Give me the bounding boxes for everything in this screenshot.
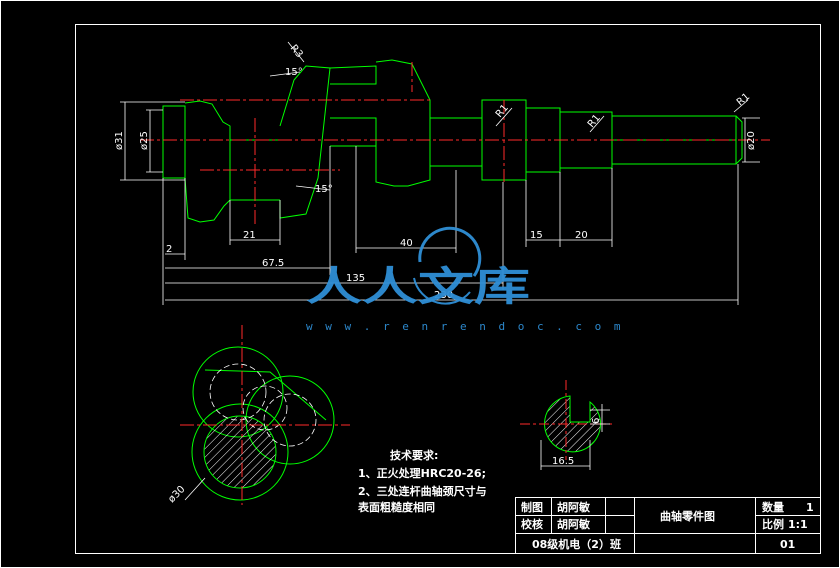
dim-d31: ø31 [114,131,125,150]
dim-len-15: 15 [530,230,543,241]
dim-d25: ø25 [139,131,150,150]
notes-line-1: 1、正火处理HRC20-26; [358,466,486,480]
title-block: 制图 胡阿敏 校核 胡阿敏 曲轴零件图 数量 1 比例 1:1 08级机电（2）… [515,497,821,554]
dim-r1c: R1 [735,91,752,108]
dim-len-6: 6 [591,418,602,424]
section-view: 16.5 6 [520,380,612,470]
dim-r1a: R1 [494,103,511,120]
tb-class-name: 08级机电（2）班 [532,537,621,551]
dim-len-40: 40 [400,238,413,249]
dim-angle-bottom: 15° [315,184,333,195]
dim-len-2: 2 [166,244,172,255]
tb-drawing-name: 曲轴零件图 [660,509,715,523]
dim-len-230: 230 [434,290,453,301]
tb-drawn-name: 胡阿敏 [557,500,591,514]
dim-len-20: 20 [575,230,588,241]
dim-d30: ø30 [166,484,187,505]
center-lines [140,62,770,225]
dim-len-21: 21 [243,230,256,241]
tb-checked-name: 胡阿敏 [557,517,591,531]
tb-quantity-value: 1 [806,501,814,514]
dim-r1b: R1 [586,113,603,130]
tb-scale-value: 1:1 [788,518,808,531]
notes-title: 技术要求: [390,448,438,462]
dim-len-67-5: 67.5 [262,258,284,269]
dim-len-135: 135 [346,273,365,284]
tb-drawing-number: 01 [780,538,795,551]
crankshaft-front-view [162,59,743,223]
watermark-logo-icon [413,226,482,305]
technical-notes: 技术要求: 1、正火处理HRC20-26; 2、三处连杆曲轴颈尺寸与 表面粗糙度… [357,448,487,514]
dim-len-16-5: 16.5 [552,456,574,467]
notes-line-3: 表面粗糙度相同 [357,500,435,514]
crankshaft-side-view: ø30 [166,325,350,505]
tb-checked-label: 校核 [521,517,543,531]
notes-line-2: 2、三处连杆曲轴颈尺寸与 [358,484,487,498]
watermark-brand: 人人文库 [306,264,530,310]
dimension-lines [120,41,760,305]
watermark: 人人文库 w w w . r e n r e n d o c . c o m [306,226,624,333]
dim-d20: ø20 [746,131,757,150]
dimension-labels: ø31 ø25 ø20 R3 R1 R1 R1 15° 15° 2 21 67.… [114,43,757,301]
dim-angle-top: 15° [285,67,303,78]
tb-drawn-label: 制图 [521,500,543,514]
watermark-url: w w w . r e n r e n d o c . c o m [306,320,624,333]
tb-quantity-label: 数量 [762,500,784,514]
tb-scale-label: 比例 [762,517,784,531]
